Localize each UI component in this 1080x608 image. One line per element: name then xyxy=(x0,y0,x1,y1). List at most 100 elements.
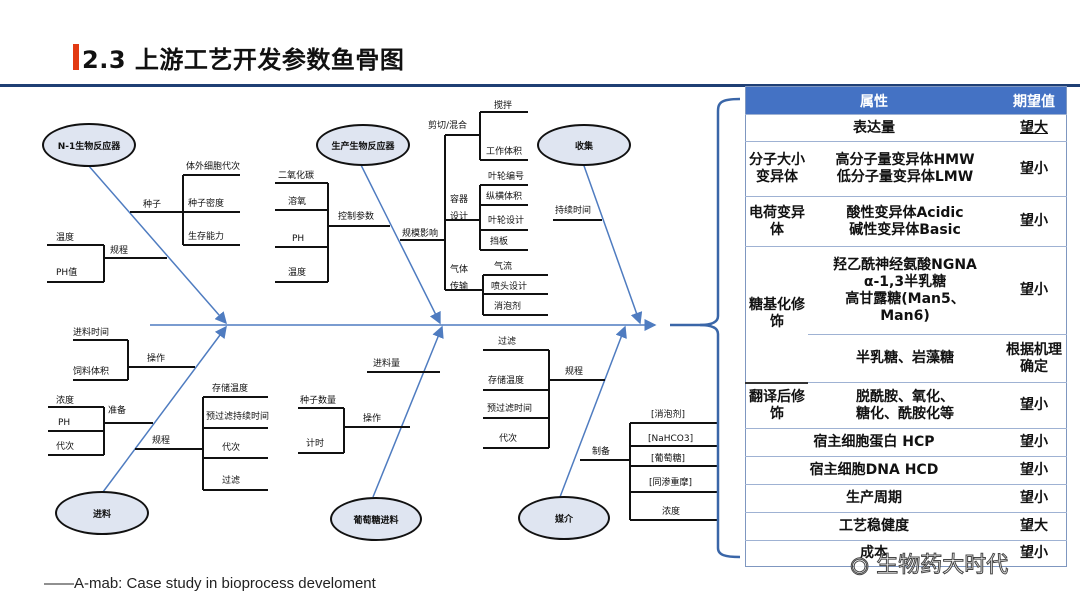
group-cell: 翻译后修饰 xyxy=(745,381,808,429)
attribute-cell: 宿主细胞蛋白 HCP xyxy=(745,428,1002,457)
item-label: 温度 xyxy=(56,233,75,243)
item-label: 二氧化碳 xyxy=(278,171,315,181)
branch-label: 制备 xyxy=(592,447,611,457)
item-label: 进料时间 xyxy=(73,328,110,338)
table-row: 生产周期 望小 xyxy=(745,484,1067,513)
table-brace xyxy=(699,97,741,559)
item-label: 叶轮设计 xyxy=(488,216,525,226)
item-label: 消泡剂 xyxy=(494,302,522,312)
item-label: PH xyxy=(292,234,305,244)
item-label: 体外细胞代次 xyxy=(186,162,241,172)
branch-label: 规程 xyxy=(565,367,584,377)
item-label: 浓度 xyxy=(56,396,75,406)
item-label: 纵横体积 xyxy=(486,192,523,202)
sub-branch-label: 气体传输 xyxy=(450,265,469,292)
group-cell: 分子大小变异体 xyxy=(745,141,808,197)
item-label: 过滤 xyxy=(222,476,241,486)
item-label: [消泡剂] xyxy=(651,410,686,420)
sub-branch-label: 剪切/混合 xyxy=(428,121,468,131)
item-label: 存储温度 xyxy=(488,376,525,386)
table-row: 分子大小变异体 高分子量变异体HMW 低分子量变异体LMW 望小 xyxy=(745,141,1067,197)
attribute-cell: 宿主细胞DNA HCD xyxy=(745,456,1002,485)
title-bar: 2.3 上游工艺开发参数鱼骨图 xyxy=(73,42,405,74)
expected-cell: 望小 xyxy=(1002,484,1067,513)
branch-label: 操作 xyxy=(363,414,382,424)
branch-label: 规程 xyxy=(152,436,171,446)
expected-cell: 望小 xyxy=(1002,141,1067,197)
expected-cell: 望小 xyxy=(1002,456,1067,485)
branch-label: 控制参数 xyxy=(338,212,375,222)
item-label: 工作体积 xyxy=(486,147,523,157)
expected-cell: 望小 xyxy=(1002,196,1067,247)
item-label: 浓度 xyxy=(662,507,681,517)
branch-label: 规程 xyxy=(110,246,129,256)
attribute-cell: 成本 xyxy=(745,540,1002,567)
expected-cell: 望大 xyxy=(1002,114,1067,142)
item-label: 气流 xyxy=(494,262,513,272)
branch-label: 操作 xyxy=(147,354,166,364)
rib-harvest xyxy=(582,162,643,325)
item-label: 生存能力 xyxy=(188,232,225,242)
wechat-icon: ◉ xyxy=(849,553,870,579)
item-label: 搅拌 xyxy=(494,101,513,111)
item-label: 叶轮编号 xyxy=(488,172,525,182)
expected-cell: 望小 xyxy=(1002,540,1067,567)
title-divider xyxy=(0,84,1080,87)
item-label: 溶氧 xyxy=(288,197,307,207)
table-row: 翻译后修饰 脱酰胺、氧化、 糖化、酰胺化等 望小 xyxy=(745,381,1067,429)
attribute-cell: 酸性变异体Acidic 碱性变异体Basic xyxy=(808,196,1002,247)
category-harvest: 收集 xyxy=(537,124,631,166)
item-label: PH值 xyxy=(56,268,78,278)
attribute-cell: 羟乙酰神经氨酸NGNA α-1,3半乳糖 高甘露糖(Man5、 Man6) xyxy=(808,246,1002,335)
header-attribute: 属性 xyxy=(745,86,1002,115)
expected-cell: 望小 xyxy=(1002,246,1067,335)
category-glucose-feed: 葡萄糖进料 xyxy=(330,497,422,541)
header-expected: 期望值 xyxy=(1002,86,1067,115)
expected-cell: 望大 xyxy=(1002,512,1067,541)
item-label: 挡板 xyxy=(490,237,509,247)
group-cell: 电荷变异体 xyxy=(745,196,808,247)
attribute-cell: 表达量 xyxy=(745,114,1002,142)
rib-feed xyxy=(99,325,227,497)
branch-label: 持续时间 xyxy=(555,206,592,216)
item-label: 喷头设计 xyxy=(491,282,528,292)
item-label: 代次 xyxy=(222,443,241,453)
branch-label: 进料量 xyxy=(373,359,401,369)
category-media: 媒介 xyxy=(518,496,610,540)
watermark: ◉ 生物药大时代 xyxy=(849,547,1009,579)
quality-attribute-table: 属性 期望值 表达量 望大 分子大小变异体 高分子量变异体HMW 低分子量变异体… xyxy=(745,86,1067,567)
item-label: 饲料体积 xyxy=(73,367,110,377)
item-label: PH xyxy=(58,418,71,428)
attribute-cell: 高分子量变异体HMW 低分子量变异体LMW xyxy=(808,141,1002,197)
item-label: 代次 xyxy=(499,434,518,444)
item-label: 预过滤持续时间 xyxy=(206,412,270,422)
page-title: 2.3 上游工艺开发参数鱼骨图 xyxy=(82,45,405,74)
attribute-cell: 工艺稳健度 xyxy=(745,512,1002,541)
rib-glucose-feed xyxy=(372,325,444,498)
item-label: [同渗重摩] xyxy=(649,478,693,488)
item-label: 代次 xyxy=(56,442,75,452)
branch-label: 准备 xyxy=(108,406,127,416)
rib-media xyxy=(559,325,627,498)
watermark-text: 生物药大时代 xyxy=(876,553,1009,579)
category-feed: 进料 xyxy=(55,491,149,535)
expected-cell: 望小 xyxy=(1002,428,1067,457)
expected-cell: 根据机理确定 xyxy=(1002,334,1067,383)
item-label: 温度 xyxy=(288,268,307,278)
rib-production-bioreactor xyxy=(359,162,441,325)
rib-n1-bioreactor xyxy=(87,164,227,325)
table-row: 表达量 望大 xyxy=(745,114,1067,142)
item-label: 过滤 xyxy=(498,337,517,347)
expected-cell: 望小 xyxy=(1002,382,1067,429)
item-label: 种子数量 xyxy=(300,396,337,406)
attribute-cell: 生产周期 xyxy=(745,484,1002,513)
branch-label: 规模影响 xyxy=(402,229,439,239)
title-accent-mark xyxy=(73,44,79,70)
item-label: [葡萄糖] xyxy=(651,454,686,464)
sub-branch-label: 容器设计 xyxy=(450,195,469,222)
table-row: 糖基化修饰 羟乙酰神经氨酸NGNA α-1,3半乳糖 高甘露糖(Man5、 Ma… xyxy=(745,246,1067,383)
item-label: 预过滤时间 xyxy=(487,404,533,414)
table-row: 宿主细胞DNA HCD 望小 xyxy=(745,456,1067,485)
item-label: 种子密度 xyxy=(188,199,225,209)
category-production-bioreactor: 生产生物反应器 xyxy=(316,124,410,166)
